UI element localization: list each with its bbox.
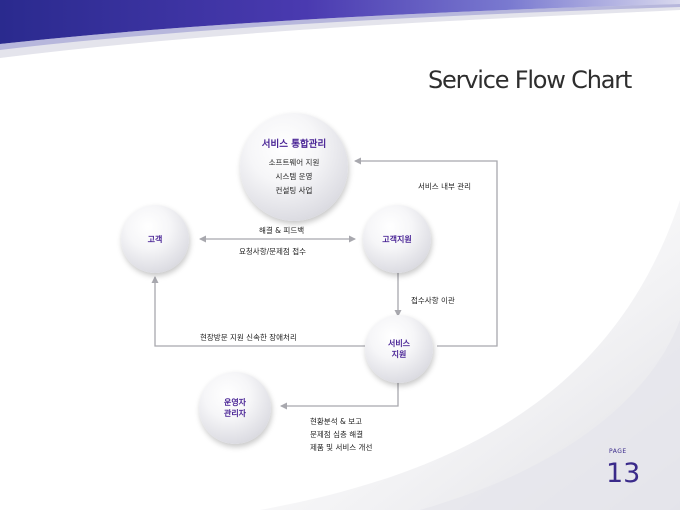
edge-label-transfer: 접수사항 이관 [411,296,455,305]
node-label: 운영자 [223,398,247,407]
edge-label-onsite: 현장방문 지원 신속한 장애처리 [200,333,297,342]
edge-label-internal-management: 서비스 내부 관리 [418,182,472,191]
page-label: PAGE [609,448,627,455]
node-customer: 고객 [121,205,189,273]
node-operator: 운영자 관리자 [199,372,271,444]
page-number: 13 [606,458,641,489]
edge-label-report: 제품 및 서비스 개선 [310,443,373,452]
edge-report [280,380,399,410]
node-label: 관리자 [223,409,247,418]
node-service-support: 서비스 지원 [365,315,433,383]
edge-label-request-receipt: 요청사항/문제점 접수 [239,247,307,256]
node-label: 고객 [147,234,163,244]
node-title: 서비스 통합관리 [261,139,327,150]
edge-onsite [151,276,365,347]
node-item: 시스템 운영 [275,172,313,181]
node-item: 소프트웨어 지원 [268,158,320,167]
node-label: 고객지원 [382,234,412,244]
node-customer-support: 고객지원 [363,205,431,273]
edge-internal-management [354,157,498,347]
node-integrated-management: 서비스 통합관리 소프트웨어 지원 시스템 운영 컨설팅 사업 [240,113,348,221]
edge-label-report: 문제점 심층 해결 [310,430,364,439]
edge-label-report: 현황분석 & 보고 [310,417,363,426]
edge-label-resolve-feedback: 해결 & 피드백 [259,226,305,235]
page-title: Service Flow Chart [428,66,632,94]
node-item: 컨설팅 사업 [275,186,313,195]
node-label: 지원 [391,350,407,359]
node-label: 서비스 [387,339,411,348]
